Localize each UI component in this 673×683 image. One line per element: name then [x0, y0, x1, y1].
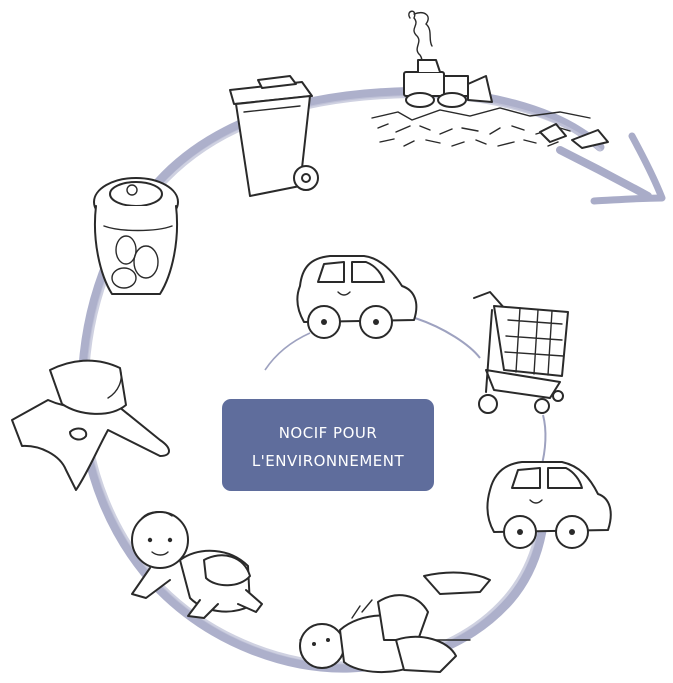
- shopping-cart-icon: [474, 292, 568, 413]
- car-icon: [297, 256, 416, 338]
- car-icon: [487, 462, 610, 548]
- wheelie-bin-icon: [230, 76, 318, 196]
- center-label-line2: L'ENVIRONNEMENT: [252, 452, 405, 470]
- diaper-pail-icon: [94, 178, 178, 294]
- crawling-baby-icon: [132, 512, 262, 618]
- center-label-line1: NOCIF POUR: [279, 424, 378, 442]
- diaper-change-icon: [300, 573, 490, 673]
- center-label: NOCIF POUR L'ENVIRONNEMENT: [222, 399, 434, 491]
